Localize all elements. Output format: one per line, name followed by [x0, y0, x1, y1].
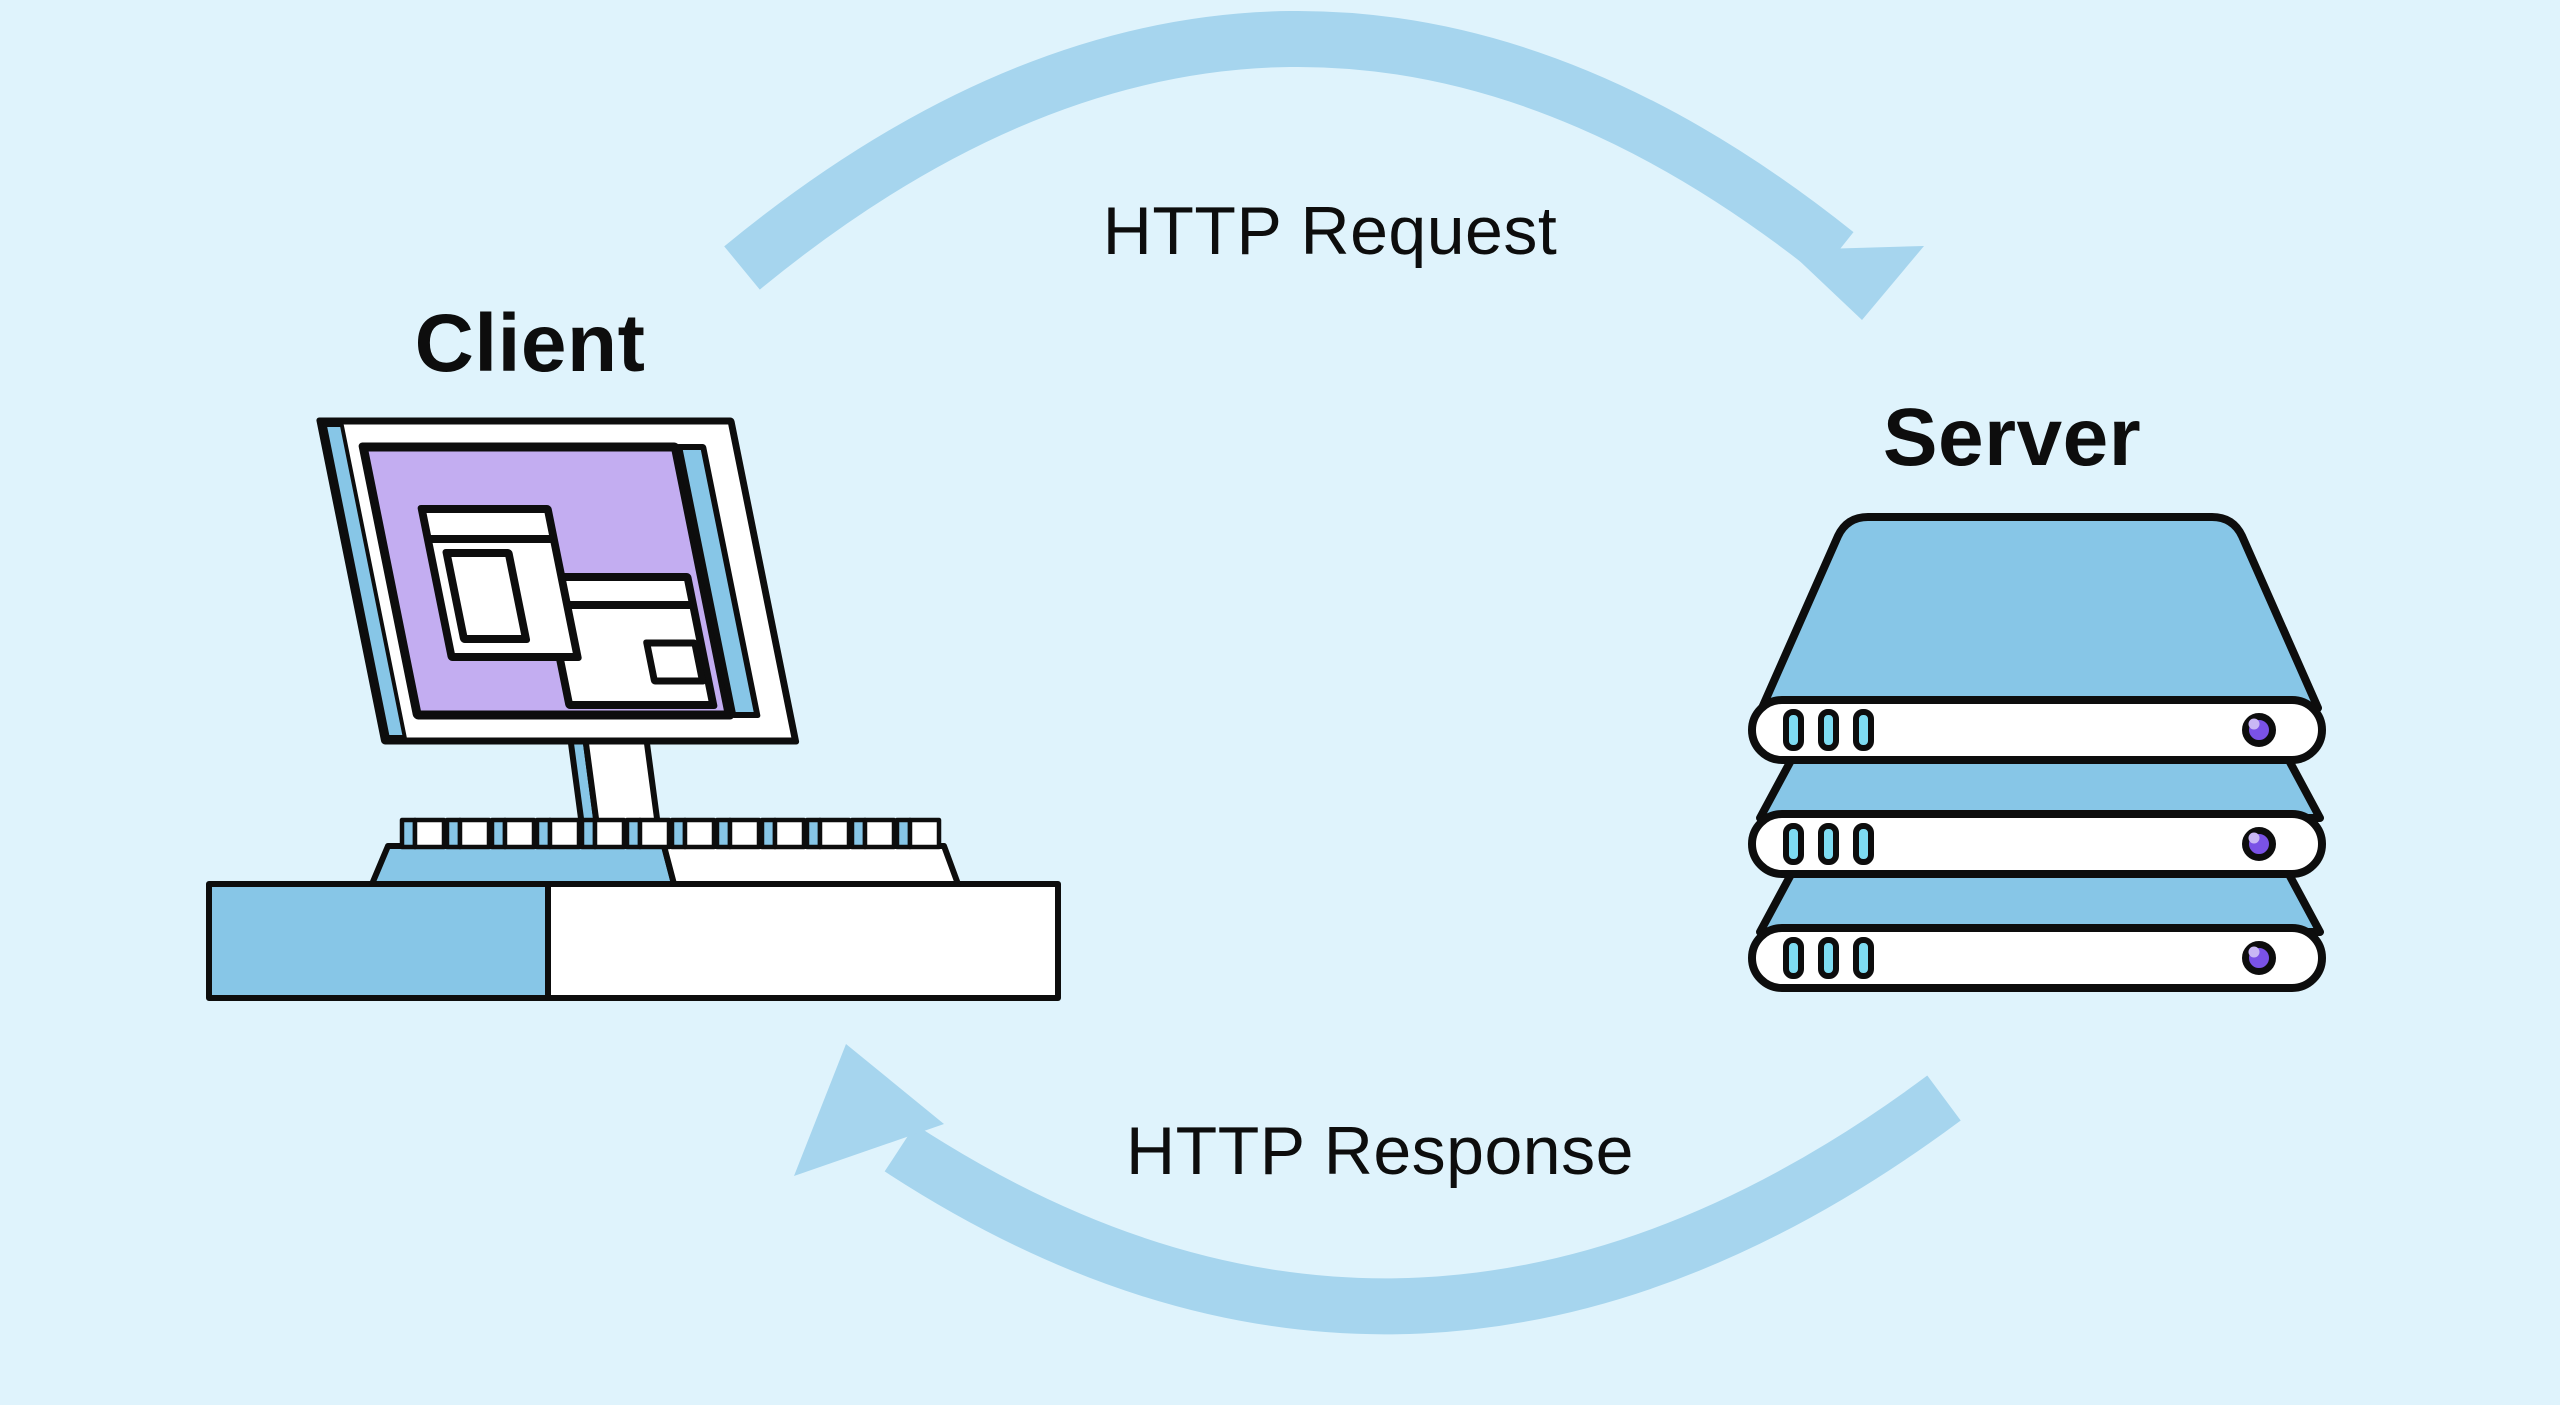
monitor-inner-bezel: [676, 444, 761, 718]
status-led-highlight: [2248, 946, 2260, 958]
status-led: [2242, 713, 2276, 747]
http-request-arrow-icon: [724, 10, 1924, 320]
base-left: [206, 881, 551, 1001]
server-rack-unit-2: [1748, 810, 2326, 878]
server-label: Server: [1882, 392, 2142, 483]
status-led-highlight: [2248, 718, 2260, 730]
vent-slot: [1783, 709, 1804, 751]
client-computer-icon: [206, 417, 1061, 1001]
status-led-highlight: [2248, 832, 2260, 844]
client-label: Client: [414, 298, 646, 389]
base-right: [545, 881, 1061, 1001]
monitor-side-edge: [322, 423, 407, 739]
status-led: [2242, 941, 2276, 975]
vent-slot: [1783, 937, 1804, 979]
vent-slot: [1853, 937, 1874, 979]
http-request-label: HTTP Request: [1102, 193, 1558, 269]
vent-slot: [1783, 823, 1804, 865]
vent-slot: [1818, 709, 1839, 751]
monitor: [316, 417, 800, 745]
server-rack-unit-3: [1748, 924, 2326, 992]
keyboard-keys: [399, 817, 942, 850]
vent-slot: [1818, 823, 1839, 865]
status-led: [2242, 827, 2276, 861]
screen-window-2: [539, 573, 718, 709]
server-stack-icon: [1748, 513, 2326, 992]
screen-window-1: [417, 505, 582, 661]
vent-slot: [1853, 709, 1874, 751]
http-response-arrow-icon: [794, 1044, 1961, 1335]
keyboard-deck-left: [369, 843, 677, 887]
http-response-label: HTTP Response: [1126, 1113, 1634, 1189]
vent-slot: [1818, 937, 1839, 979]
keyboard-deck-right: [661, 843, 961, 887]
server-rack-unit-1: [1748, 696, 2326, 764]
vent-slot: [1853, 823, 1874, 865]
server-top-housing: [1758, 513, 2322, 712]
